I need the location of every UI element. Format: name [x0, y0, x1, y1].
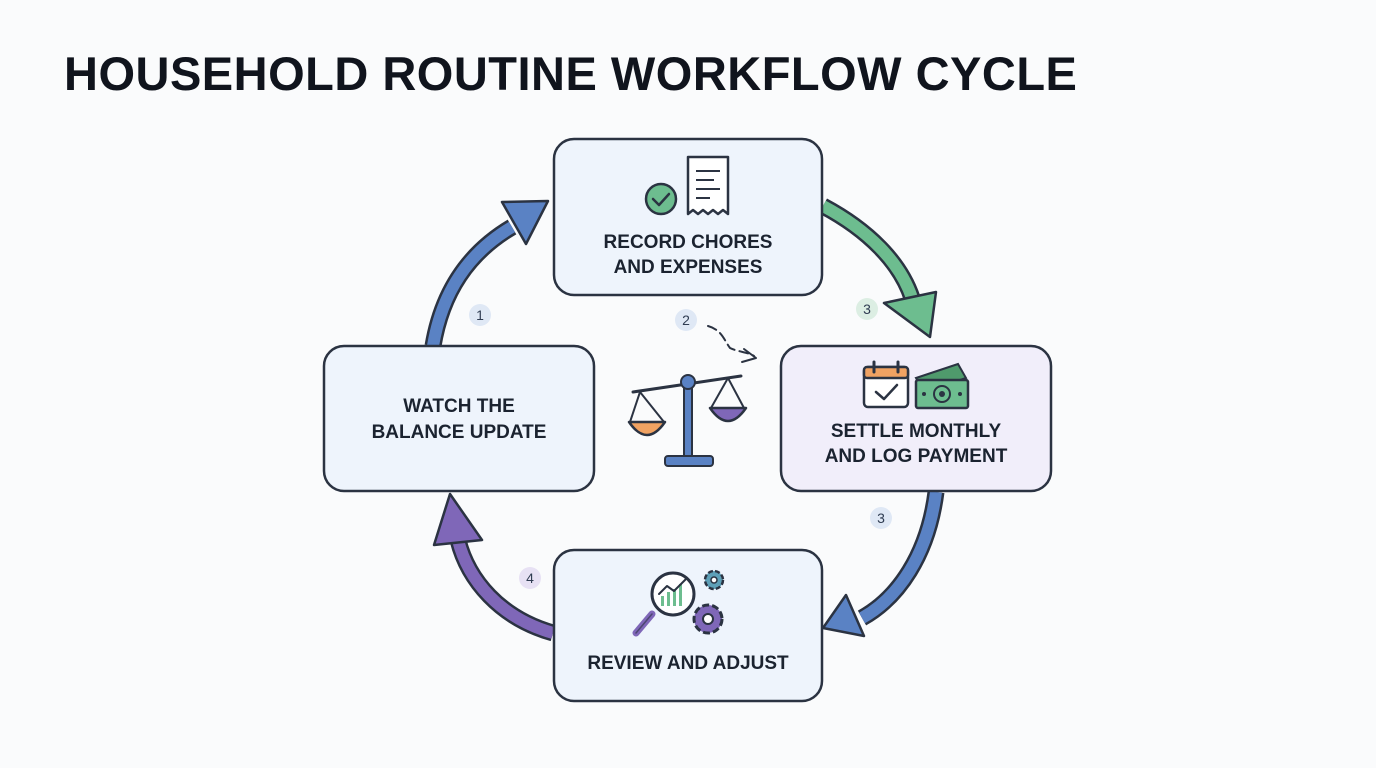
arrow-record-to-settle — [818, 198, 938, 339]
step-review-line1: REVIEW AND ADJUST — [587, 653, 789, 674]
badge-2: 2 — [675, 309, 697, 331]
step-review-adjust[interactable]: REVIEW AND ADJUST — [552, 548, 824, 703]
svg-text:3: 3 — [863, 301, 871, 317]
svg-text:4: 4 — [526, 570, 534, 586]
calendar-check-icon — [862, 360, 910, 409]
badge-4: 4 — [519, 567, 541, 589]
cash-icon — [914, 362, 970, 410]
magnifier-chart-icon — [632, 571, 696, 637]
step-watch-line2: BALANCE UPDATE — [372, 422, 547, 443]
step-settle-monthly[interactable]: SETTLE MONTHLY AND LOG PAYMENT — [779, 344, 1053, 493]
step-record-chores[interactable]: RECORD CHORES AND EXPENSES — [552, 137, 824, 297]
badge-3-top: 3 — [856, 298, 878, 320]
step-record-line2: AND EXPENSES — [614, 257, 763, 278]
arrow-settle-to-review — [821, 490, 945, 638]
balance-scale-icon — [627, 374, 748, 467]
page-title: HOUSEHOLD ROUTINE WORKFLOW CYCLE — [64, 47, 1078, 100]
check-circle-icon — [644, 182, 678, 216]
svg-text:3: 3 — [877, 510, 885, 526]
svg-text:2: 2 — [682, 312, 690, 328]
gears-icon — [692, 569, 725, 635]
step-watch-line1: WATCH THE — [403, 396, 515, 417]
step-record-line1: RECORD CHORES — [604, 232, 773, 253]
step-watch-balance[interactable]: WATCH THE BALANCE UPDATE — [322, 344, 596, 493]
step-settle-line1: SETTLE MONTHLY — [831, 421, 1002, 442]
badge-1: 1 — [469, 304, 491, 326]
badge-3-right: 3 — [870, 507, 892, 529]
dashed-pointer-arrow — [707, 325, 757, 363]
step-settle-line2: AND LOG PAYMENT — [825, 446, 1008, 467]
arrow-review-to-watch — [432, 492, 556, 642]
receipt-icon — [686, 155, 730, 216]
arrow-watch-to-record — [424, 199, 550, 348]
svg-text:1: 1 — [476, 307, 484, 323]
